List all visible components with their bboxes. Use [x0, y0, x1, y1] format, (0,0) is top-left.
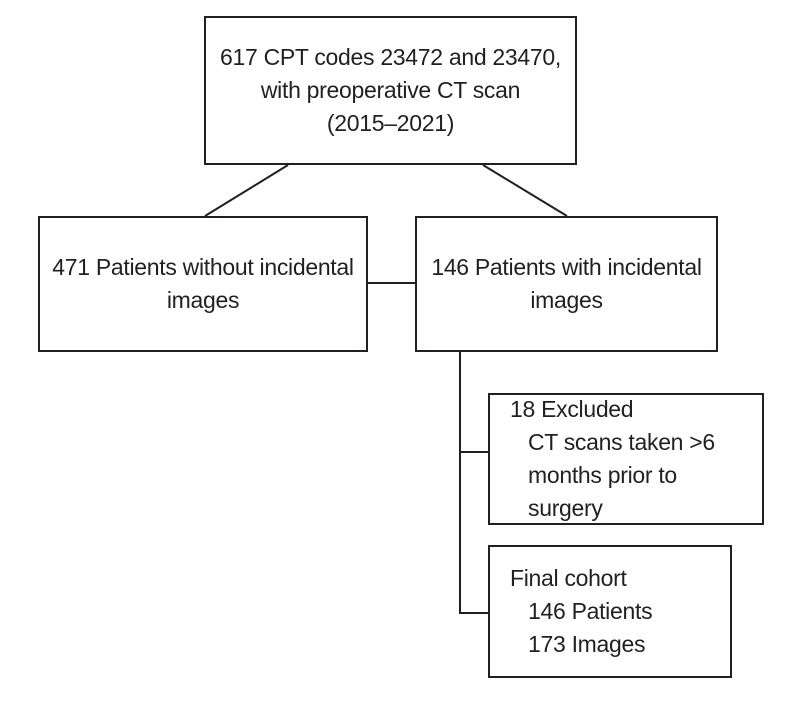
node-text-line: 146 Patients with incidental [431, 254, 702, 280]
node-detail-line: 173 Images [528, 631, 646, 657]
node-text-line: 471 Patients without incidental [52, 254, 354, 280]
node-text-line: images [166, 287, 240, 313]
node-detail-line: CT scans taken >6 [528, 429, 715, 455]
node-final-cohort: Final cohort 146 Patients 173 Images [488, 545, 732, 678]
node-patients-with-incidental: 146 Patients with incidental images [415, 216, 718, 352]
connector-right-to-final-line [459, 352, 488, 614]
node-text-line: (2015–2021) [326, 110, 455, 136]
node-excluded: 18 Excluded CT scans taken >6 months pri… [488, 393, 764, 525]
node-detail-line: months prior to surgery [528, 462, 677, 521]
connector-top-to-left-line [204, 164, 289, 217]
node-source-population: 617 CPT codes 23472 and 23470, with preo… [204, 16, 577, 165]
node-patients-without-incidental: 471 Patients without incidental images [38, 216, 368, 352]
node-text-line: images [530, 287, 603, 313]
node-title-line: Final cohort [510, 565, 627, 591]
node-detail-line: 146 Patients [528, 598, 653, 624]
node-text-line: 617 CPT codes 23472 and 23470, [220, 44, 561, 70]
node-text-line: with preoperative CT scan [260, 77, 521, 103]
node-title-line: 18 Excluded [510, 396, 634, 422]
connector-top-to-right-line [482, 164, 568, 217]
